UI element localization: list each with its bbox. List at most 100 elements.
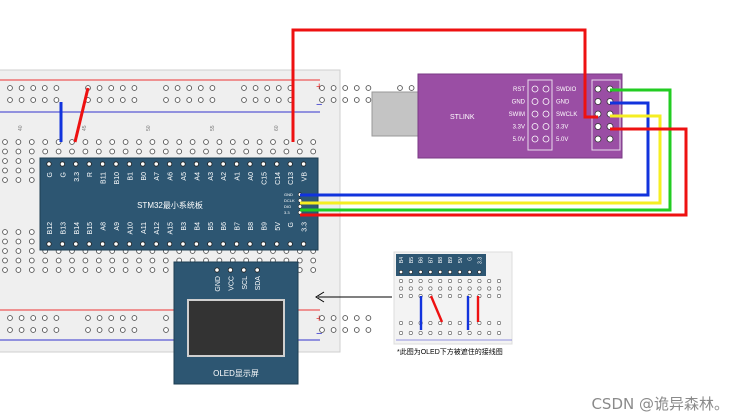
breadboard-hole [109,257,116,264]
breadboard-hole [30,315,37,321]
board-bottom-pin-label: 3.3 [302,222,309,232]
breadboard-hole [216,139,223,145]
inset-pin-hole [477,269,482,274]
board-pin-hole [153,241,159,247]
breadboard-hole [2,229,8,235]
board-pin-hole [73,161,79,167]
inset-pin-label: B8 [438,257,444,263]
breadboard-hole [342,85,349,91]
breadboard-hole [174,97,181,103]
oled-pin-hole [214,267,220,273]
breadboard-hole [55,148,62,155]
stlink-pin [542,98,550,105]
breadboard-hole [270,148,276,155]
inset-hole [428,286,433,291]
breadboard-hole [82,267,89,273]
board-bottom-pin-label: B4 [194,222,201,231]
board-pin-hole [300,161,307,167]
inset-hole [428,330,433,335]
stlink-left-label: RST [513,87,525,93]
board-pin-hole [234,161,240,167]
board-top-pin-label: A5 [181,172,188,181]
stlink-pin [542,85,550,93]
breadboard-hole [162,139,169,145]
breadboard-hole [28,139,35,145]
breadboard-column-number: 40 [18,125,24,131]
breadboard-hole [109,148,116,155]
board-pin-hole [113,241,119,247]
breadboard-hole [310,267,317,273]
board-pin-hole [180,161,186,167]
breadboard-hole [41,315,48,321]
breadboard-hole [136,148,142,155]
breadboard-hole [131,97,138,103]
breadboard-hole [149,148,156,155]
stlink-left-label: SWIM [509,112,525,118]
inset-hole [398,330,403,335]
stlink-out-pin [594,85,602,93]
breadboard-hole [241,85,247,91]
breadboard-hole [108,327,115,333]
breadboard-hole [41,97,48,103]
debug-pin-label: 3.3 [284,210,290,215]
board-pin-hole [260,161,266,167]
breadboard-hole [319,97,325,103]
breadboard-hole [330,85,337,91]
inset-hole [487,278,492,283]
breadboard-hole [256,148,263,155]
board-bottom-pin-label: B9 [261,222,268,231]
board-pin-hole [180,241,186,247]
rail-minus-top: − [316,99,322,111]
breadboard-hole [15,229,22,235]
breadboard-hole [162,148,169,155]
stlink-out-pin [606,135,614,143]
inset-caption: *此图为OLED下方被遮住的接线图 [397,347,503,356]
breadboard-hole [296,139,303,145]
board-pin-hole [113,161,119,167]
breadboard-hole [330,327,337,333]
breadboard-hole [28,177,35,183]
inset-hole [447,286,452,291]
breadboard-hole [2,257,8,264]
breadboard-hole [342,315,349,321]
stlink-left-label: 3.3V [513,125,525,131]
inset-hole [438,293,443,298]
inset-hole [496,278,501,283]
breadboard-hole [15,167,22,174]
breadboard-hole [30,97,37,103]
breadboard-hole [296,257,303,264]
board-top-pin-label: A1 [235,172,242,181]
inset-hole [467,286,472,291]
breadboard-hole [108,85,115,91]
oled-pin-hole [227,267,233,273]
breadboard-hole [15,177,22,183]
breadboard-hole [275,85,282,91]
breadboard-hole [96,85,103,91]
breadboard-hole [109,139,116,145]
breadboard-hole [149,139,156,145]
oled-pin-label: SDA [255,276,262,291]
breadboard-hole [365,85,372,91]
inset-hole [467,330,472,335]
breadboard-hole [197,97,204,103]
breadboard-column-number: 60 [274,125,280,131]
breadboard-hole [131,327,138,333]
breadboard-hole [15,148,22,155]
breadboard-hole [95,148,102,155]
breadboard-hole [28,229,35,235]
breadboard-hole [136,139,142,145]
breadboard-hole [252,85,259,91]
breadboard-hole [243,139,250,145]
board-pin-hole [300,241,307,247]
breadboard-hole [95,139,102,145]
breadboard-hole [122,139,129,145]
board-pin-hole [167,241,173,247]
board-top-pin-label: R [87,172,94,177]
stlink-pin [531,110,539,118]
inset-hole [487,293,492,298]
stlink-out-pin [594,123,602,130]
stlink-right-label: GND [556,100,570,106]
